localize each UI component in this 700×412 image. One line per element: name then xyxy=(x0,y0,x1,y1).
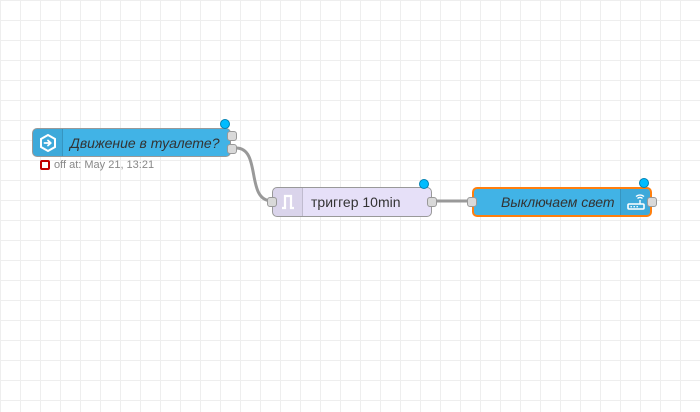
node-changed-indicator xyxy=(220,119,230,129)
node-motion-sensor[interactable]: Движение в туалете? xyxy=(32,119,237,157)
node-label: Выключаем свет xyxy=(501,194,615,210)
input-port[interactable] xyxy=(467,197,477,207)
node-label: Движение в туалете? xyxy=(70,134,220,151)
output-port-2[interactable] xyxy=(227,144,237,154)
node-changed-indicator xyxy=(419,179,429,189)
input-port[interactable] xyxy=(267,197,277,207)
status-ring-icon xyxy=(40,160,50,170)
trigger-pulse-icon xyxy=(281,194,294,210)
node-status: off at: May 21, 13:21 xyxy=(40,159,154,171)
node-icon-area xyxy=(273,188,303,216)
node-icon-area xyxy=(33,129,63,156)
status-text: off at: May 21, 13:21 xyxy=(54,159,155,171)
output-port[interactable] xyxy=(427,197,437,207)
arrow-right-circle-icon xyxy=(39,133,56,152)
node-light-off[interactable]: Выключаем свет xyxy=(467,178,657,217)
output-port-1[interactable] xyxy=(227,131,237,141)
node-icon-area xyxy=(620,189,650,215)
output-port[interactable] xyxy=(647,197,657,207)
router-icon xyxy=(626,194,645,210)
wire-sensor-to-trigger[interactable] xyxy=(235,146,273,203)
node-changed-indicator xyxy=(639,178,649,188)
node-trigger[interactable]: триггер 10min xyxy=(267,179,437,217)
node-label: триггер 10min xyxy=(311,194,401,210)
